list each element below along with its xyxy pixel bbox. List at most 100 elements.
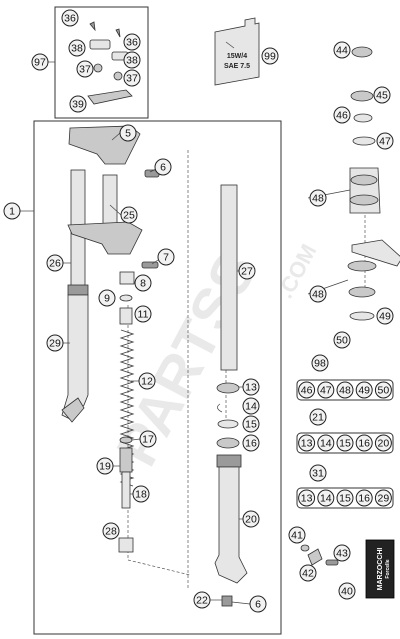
callout-22: 22 [193, 591, 211, 609]
kit-groups: 46 47 48 49 50 13 14 15 16 20 13 14 15 16 29 [296, 379, 394, 509]
callout-16a: 16 [242, 434, 260, 452]
callout-29: 29 [46, 334, 64, 352]
callout-8: 8 [134, 274, 152, 292]
callout-label: 29 [49, 338, 61, 350]
callout-label: 12 [141, 376, 153, 388]
kit-item-label: 15 [339, 438, 351, 450]
callout-label: 43 [336, 548, 348, 560]
kit-item-label: 14 [320, 438, 332, 450]
callout-label: 37 [79, 64, 91, 76]
callout-label: 38 [126, 55, 138, 67]
callout-12: 12 [138, 372, 156, 390]
callout-label: 42 [302, 568, 314, 580]
kit-item: 46 [298, 381, 316, 399]
callout-label: 14 [245, 401, 257, 413]
kit-item: 16 [355, 489, 373, 507]
callout-26: 26 [46, 254, 64, 272]
kit-item: 14 [317, 434, 335, 452]
callout-label: 5 [125, 128, 131, 140]
callout-45: 45 [373, 86, 391, 104]
callout-label: 15 [245, 419, 257, 431]
callout-38a: 38 [68, 39, 86, 57]
kit-item: 20 [374, 434, 392, 452]
callout-label: 98 [314, 358, 326, 370]
brand-badge: MARZOCCHI Forcelle [365, 539, 395, 599]
kit-item: 29 [374, 489, 392, 507]
callout-37b: 37 [123, 69, 141, 87]
clamp-hardware [87, 21, 133, 105]
callout-label: 99 [264, 51, 276, 63]
callout-43: 43 [333, 544, 351, 562]
kit-item-label: 49 [358, 385, 370, 397]
callout-label: 48 [312, 193, 324, 205]
callout-label: 44 [336, 45, 348, 57]
callout-label: 40 [341, 586, 353, 598]
callout-36b: 36 [123, 33, 141, 51]
kit-item: 47 [317, 381, 335, 399]
callout-42: 42 [299, 564, 317, 582]
callout-20: 20 [242, 510, 260, 528]
axle-hardware [300, 544, 339, 566]
callout-48b: 48 [309, 285, 327, 303]
callout-44: 44 [333, 41, 351, 59]
callout-11: 11 [134, 305, 152, 323]
brand-name: MARZOCCHI [377, 548, 384, 591]
kit-item-label: 16 [358, 493, 370, 505]
callout-99: 99 [261, 47, 279, 65]
callout-label: 97 [34, 57, 46, 69]
callout-48a: 48 [309, 189, 327, 207]
kit-item: 15 [336, 489, 354, 507]
callout-31: 31 [309, 464, 327, 482]
spring-and-rod [118, 329, 135, 553]
callout-label: 1 [9, 206, 15, 218]
callout-49: 49 [376, 307, 394, 325]
callout-label: 38 [71, 43, 83, 55]
kit-item-label: 15 [339, 493, 351, 505]
callout-label: 25 [123, 210, 135, 222]
callout-9: 9 [98, 289, 116, 307]
callout-label: 6 [255, 599, 261, 611]
kit-item-label: 16 [358, 438, 370, 450]
callout-38b: 38 [123, 51, 141, 69]
callout-37a: 37 [76, 60, 94, 78]
callout-1: 1 [3, 202, 21, 220]
callout-5: 5 [119, 124, 137, 142]
steering-bearing-parts [347, 46, 400, 321]
callout-50: 50 [333, 331, 351, 349]
callout-6a: 6 [154, 158, 172, 176]
callout-19: 19 [96, 457, 114, 475]
callout-17: 17 [139, 430, 157, 448]
kit-item-label: 48 [339, 385, 351, 397]
callout-7: 7 [157, 248, 175, 266]
kit-item-label: 14 [320, 493, 332, 505]
kit-item-label: 13 [301, 438, 313, 450]
callout-label: 11 [138, 309, 149, 321]
callout-98: 98 [311, 354, 329, 372]
callout-41: 41 [288, 526, 306, 544]
callout-label: 13 [245, 382, 257, 394]
callout-label: 8 [140, 278, 146, 290]
callout-label: 36 [64, 13, 76, 25]
callout-39: 39 [69, 95, 87, 113]
kit-item: 13 [298, 489, 316, 507]
callout-label: 39 [72, 99, 84, 111]
callout-label: 41 [291, 530, 303, 542]
callout-label: 19 [99, 461, 111, 473]
callout-6b: 6 [249, 595, 267, 613]
kit-31: 13 14 15 16 29 [296, 487, 394, 509]
callout-label: 49 [379, 311, 391, 323]
callout-47: 47 [376, 132, 394, 150]
kit-21: 13 14 15 16 20 [296, 432, 394, 454]
callout-label: 20 [245, 514, 257, 526]
kit-item: 50 [374, 381, 392, 399]
fork-assembly-frame [33, 120, 282, 635]
kit-item-label: 20 [378, 438, 390, 450]
kit-item-label: 46 [301, 385, 313, 397]
callout-label: 21 [312, 412, 324, 424]
kit-98: 46 47 48 49 50 [296, 379, 394, 401]
kit-item-label: 50 [378, 385, 390, 397]
callout-label: 7 [163, 252, 169, 264]
watermark: PARTSS .COM [104, 240, 321, 476]
callout-46: 46 [333, 106, 351, 124]
